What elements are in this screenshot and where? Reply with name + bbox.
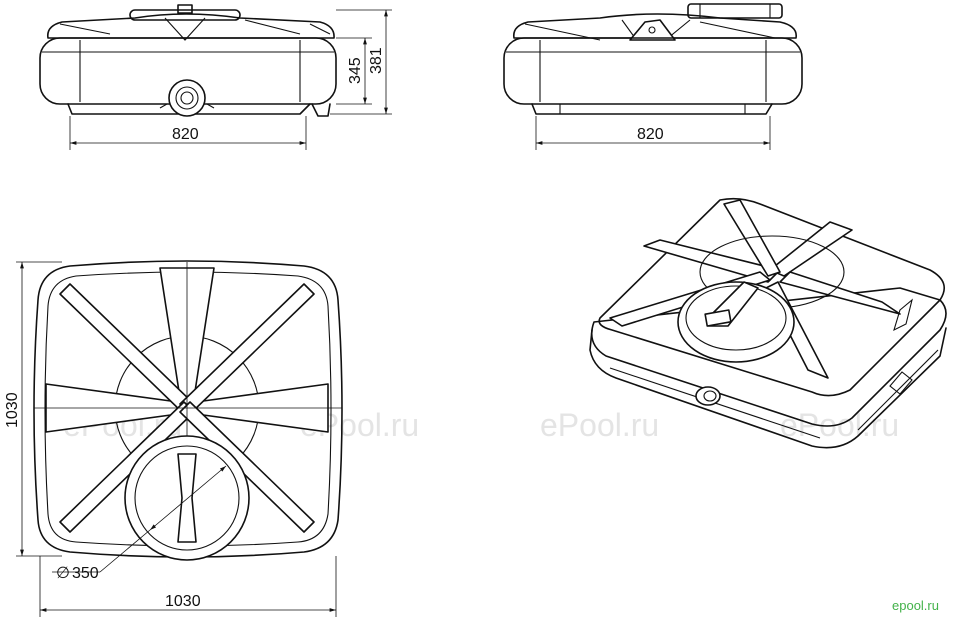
side-view-dimensions: 820 (535, 116, 771, 150)
front-height-total-label: 381 (368, 47, 385, 74)
top-width-label: 1030 (165, 593, 201, 610)
front-view-dimensions: 820 345 381 (69, 9, 392, 150)
side-width-label: 820 (637, 126, 664, 143)
isometric-view (589, 197, 947, 449)
side-view (503, 3, 803, 115)
front-view (39, 4, 337, 117)
front-width-label: 820 (172, 126, 199, 143)
diameter-symbol: ∅ (56, 565, 70, 582)
hatch-diameter-label: 350 (72, 565, 99, 582)
epool-logo[interactable]: epool.ru (892, 598, 939, 613)
front-height-body-label: 345 (347, 57, 364, 84)
top-height-label: 1030 (4, 392, 21, 428)
top-view (33, 260, 343, 573)
top-view-dimensions: 1030 1030 ∅ 350 (4, 261, 337, 617)
watermark-3: ePool.ru (540, 407, 659, 443)
